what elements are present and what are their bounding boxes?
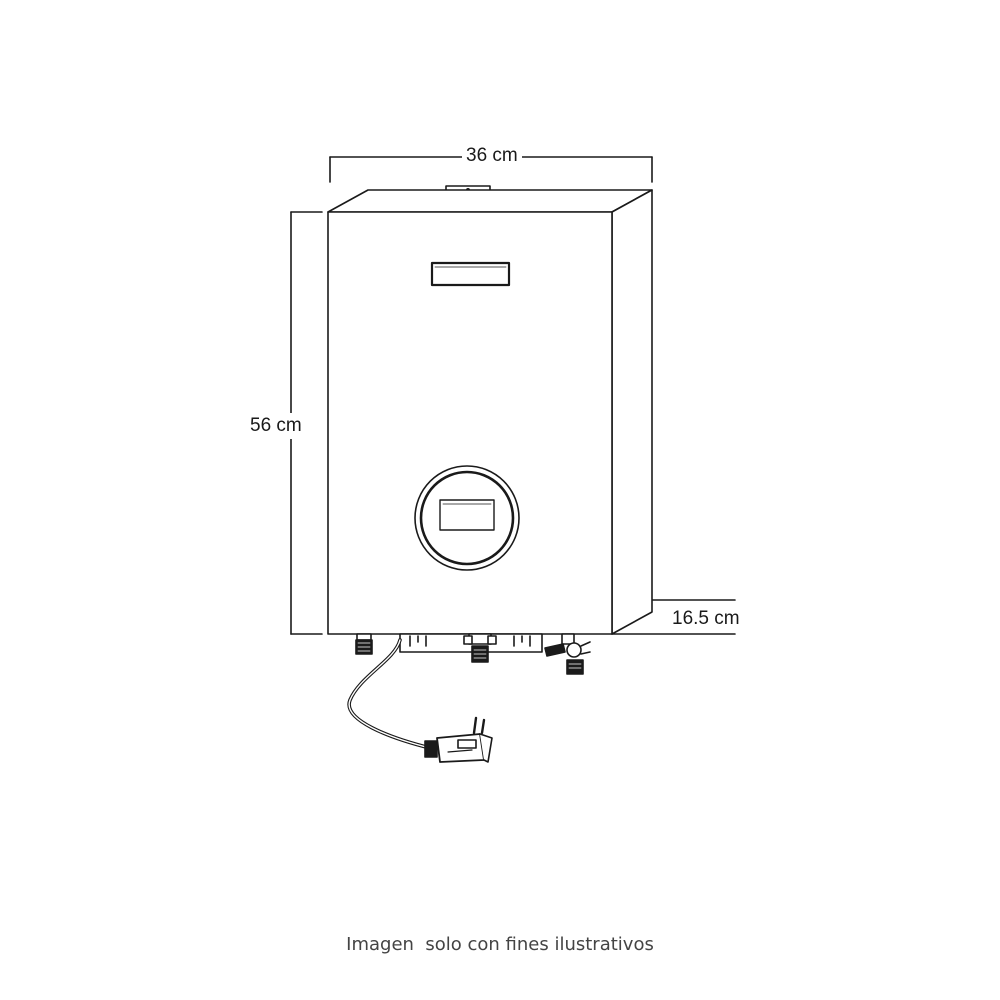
disclaimer-caption: Imagen solo con fines ilustrativos (346, 934, 654, 955)
heater-side-face (611, 189, 653, 635)
cold-water-inlet (355, 633, 373, 655)
depth-dimension-label: 16.5 cm (672, 608, 740, 630)
height-dimension-label: 56 cm (250, 413, 302, 439)
heater-top-face (327, 189, 653, 213)
control-dial (414, 465, 520, 571)
depth-dimension-line (611, 599, 736, 635)
hot-water-outlet-valve (544, 633, 591, 675)
power-plug (424, 716, 493, 763)
top-display-window (430, 261, 511, 287)
gas-inlet (463, 633, 497, 663)
digital-display (439, 499, 495, 531)
power-cable (347, 638, 432, 750)
width-dimension-label: 36 cm (462, 145, 522, 167)
